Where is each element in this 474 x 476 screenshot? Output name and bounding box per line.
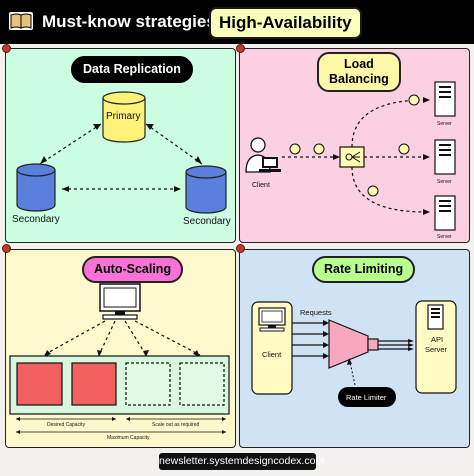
rate-limiter-funnel [328,319,369,369]
maximum-capacity-label: Maximum Capacity [107,435,150,441]
server-label: Server [437,234,452,240]
pin-icon [236,244,245,253]
server-icon [434,195,456,231]
footer-url[interactable]: newsletter.systemdesigncodex.com [159,453,324,470]
api-server-label-line1: API [431,335,444,344]
server-icon [427,304,444,330]
rate-limiting-title: Rate Limiting [312,256,416,283]
requests-label: Requests [300,308,332,317]
pin-icon [2,44,11,53]
pin-icon [236,44,245,53]
api-server-label-line2: Server [425,345,448,354]
page-title-highlight: High-Availability [209,7,362,39]
secondary-left-label: Secondary [12,214,60,225]
load-balancing-title-line1: Load [343,57,374,71]
scale-out-label: Scale out as required [152,422,200,428]
rate-limiter-label: Rate Limiter [346,393,387,402]
desired-capacity-label: Desired Capacity [47,422,86,428]
monitor-icon [99,283,141,320]
client-computer-icon [245,137,281,173]
page-title: Must-know strategies for [42,12,244,31]
auto-scaling-title: Auto-Scaling [82,256,184,283]
header-bar: Must-know strategies for High-Availabili… [0,0,474,44]
server-icon [434,139,456,175]
scale-out-instance [125,362,171,406]
primary-label: Primary [106,111,141,122]
api-server-box [415,300,457,394]
server-label: Server [437,121,452,127]
server-label: Server [437,179,452,185]
server-icon [434,81,456,117]
pin-icon [2,244,11,253]
scale-out-instance [179,362,225,406]
load-balancing-title: Load Balancing [317,52,401,92]
secondary-database-icon [185,165,227,214]
active-instance [16,362,63,406]
data-replication-title: Data Replication [71,56,193,83]
client-computer-icon [258,307,286,332]
book-icon [9,12,33,30]
rate-limiter-badge [338,387,396,407]
secondary-database-icon [16,163,56,212]
active-instance [71,362,117,406]
rate-client-label: Client [262,350,282,359]
secondary-right-label: Secondary [183,216,231,227]
load-balancing-title-line2: Balancing [329,72,389,86]
primary-database-icon [102,91,146,143]
client-label: Client [252,182,270,189]
